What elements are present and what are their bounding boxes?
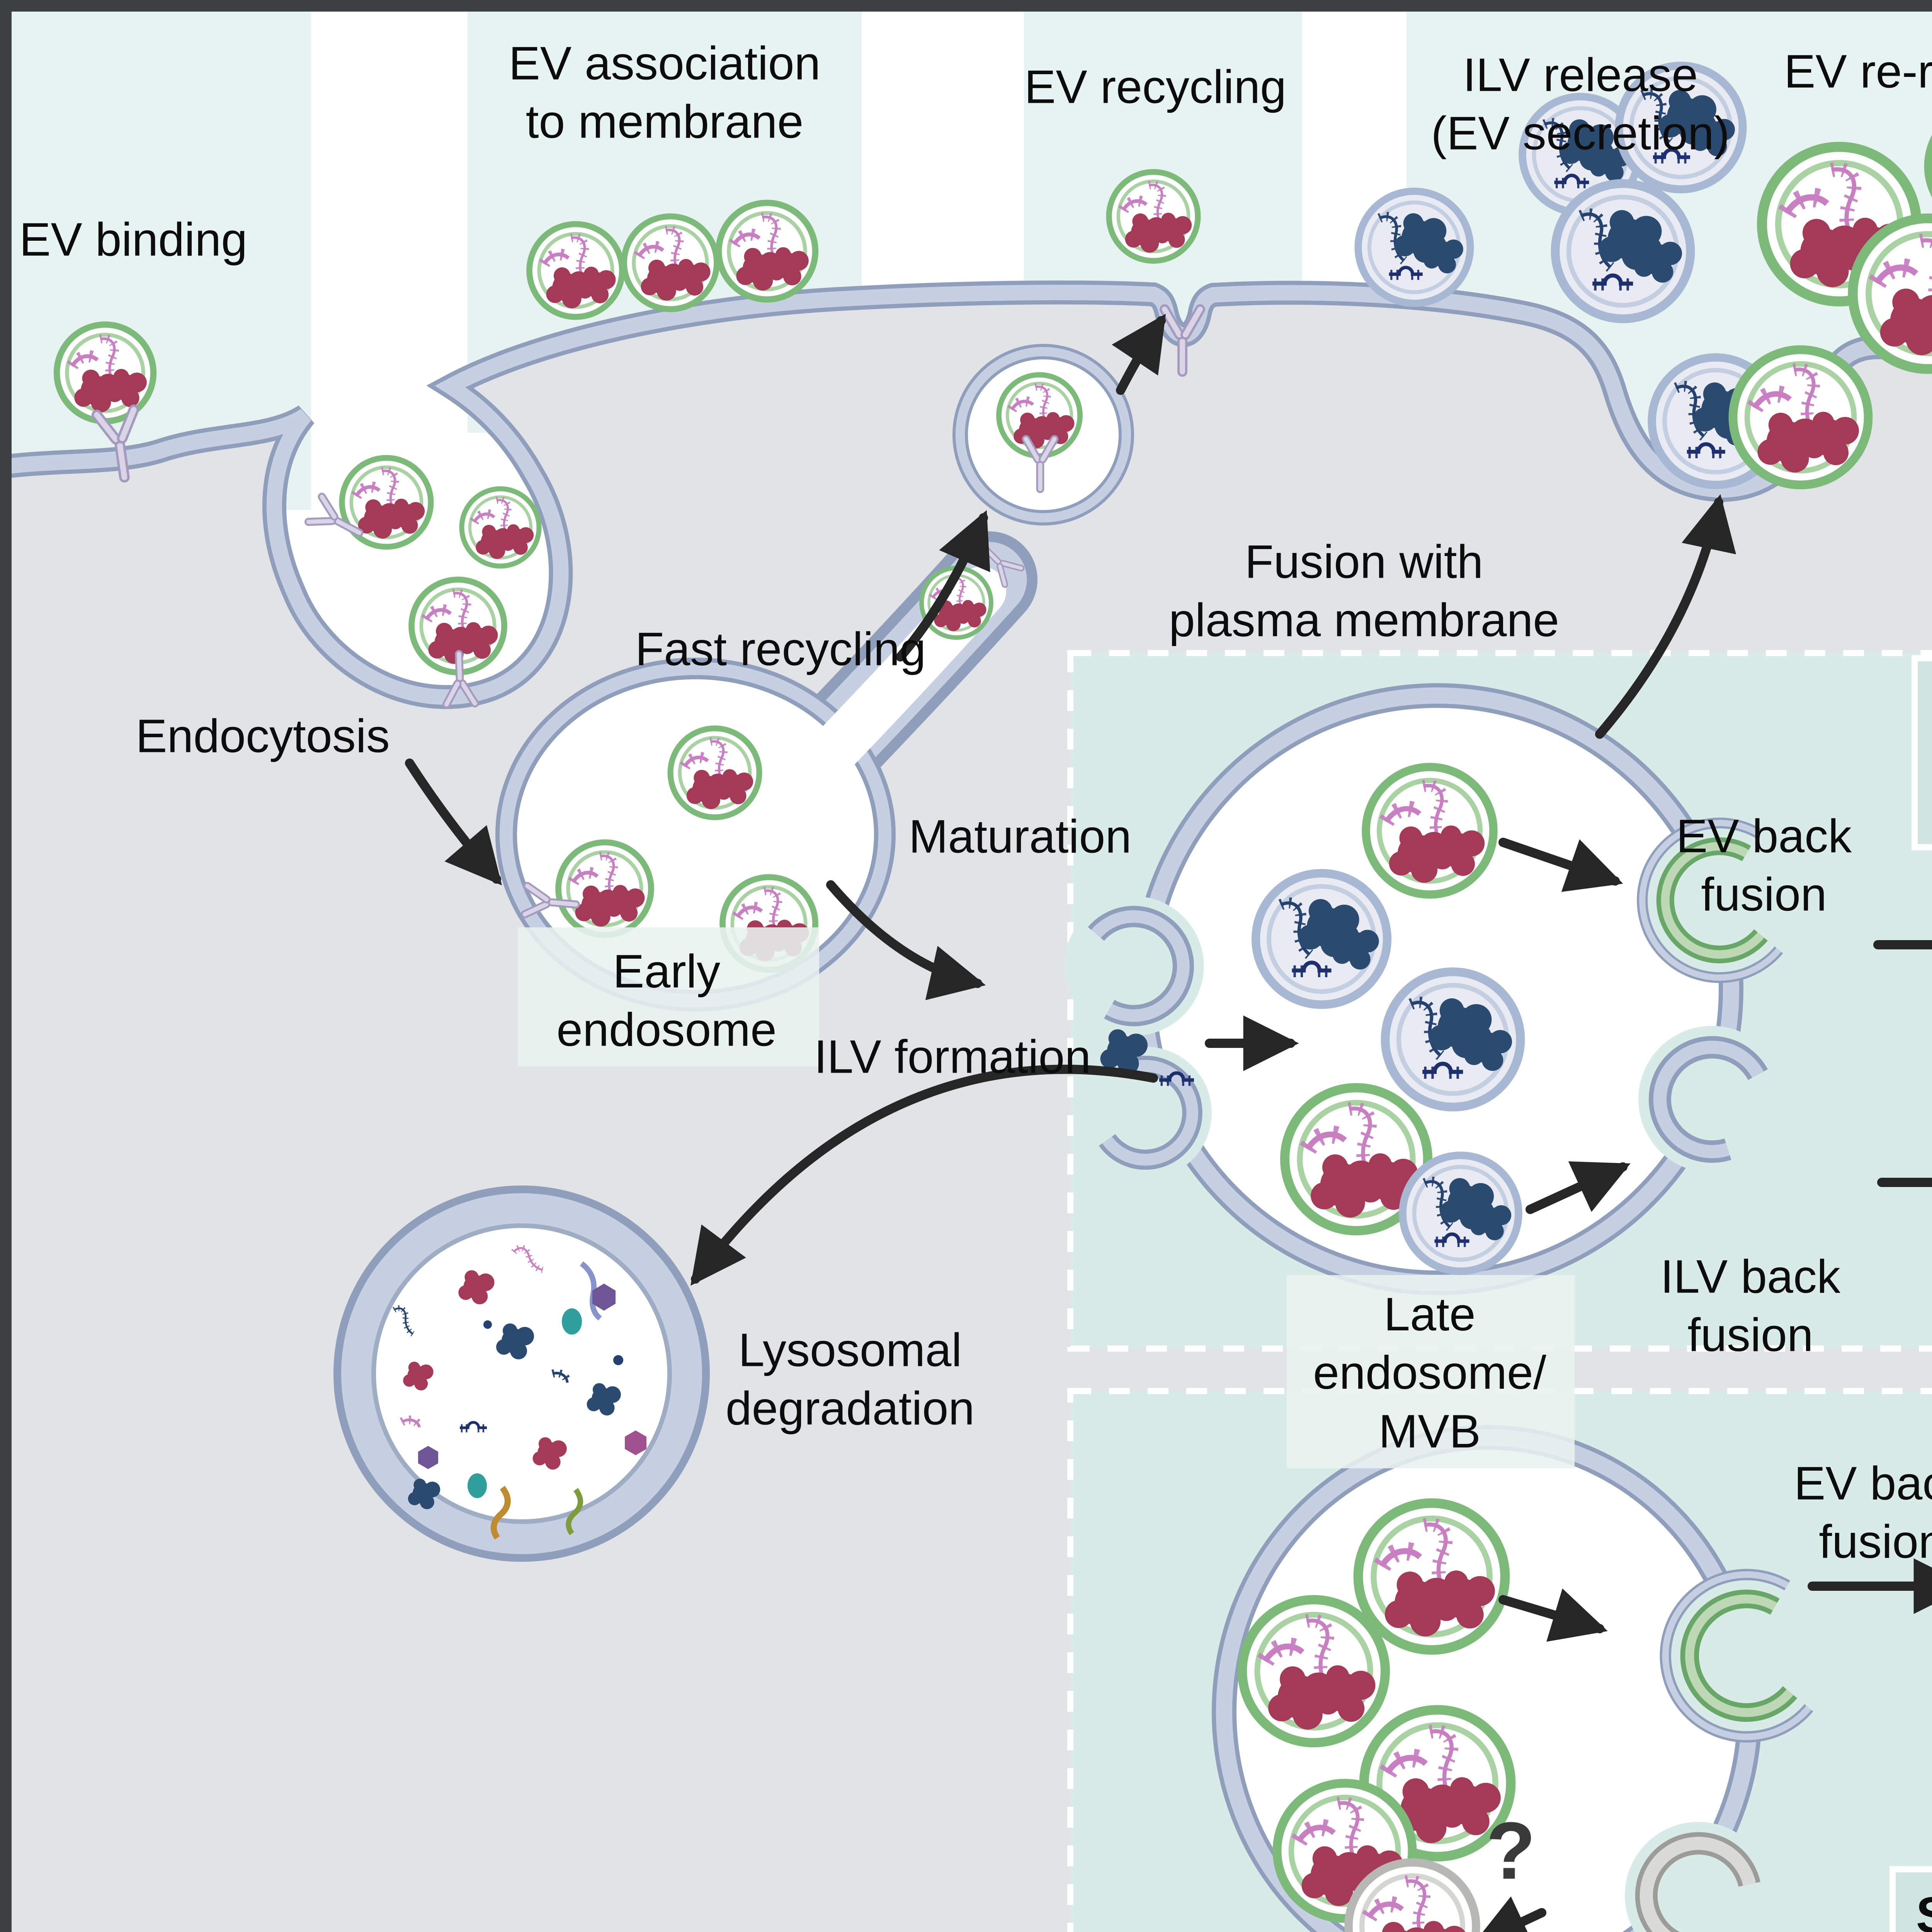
label-ilv-back-fusion-mixture: ILV back fusion bbox=[1660, 1250, 1840, 1361]
label-ev-association: EV association to membrane bbox=[509, 37, 821, 148]
ilv-icon bbox=[1256, 873, 1387, 1005]
ev-icon bbox=[1358, 1503, 1505, 1650]
label-ev-back-fusion-mixture: EV back fusion bbox=[1676, 810, 1852, 921]
fast-recycling-arrow-1 bbox=[896, 510, 990, 662]
ilv-icon bbox=[1358, 191, 1470, 303]
fast-recycling-arrow-2 bbox=[1112, 314, 1166, 395]
label-late-endosome-mvb: Late endosome/ MVB bbox=[1313, 1288, 1546, 1458]
uncertainty-question-mark: ? bbox=[1486, 1805, 1536, 1896]
ev-icon bbox=[999, 375, 1080, 456]
label-early-endosome: Early endosome bbox=[556, 945, 777, 1056]
ev-icon bbox=[1366, 767, 1493, 895]
endocytosis-arrow bbox=[405, 759, 502, 886]
degraded-content bbox=[394, 1243, 646, 1540]
early-endosome bbox=[495, 531, 1037, 1012]
ev-reformation-arrow bbox=[1472, 1896, 1546, 1932]
maturation-arrow bbox=[826, 880, 986, 1000]
ilv-icon bbox=[1555, 184, 1690, 319]
ev-icon bbox=[624, 216, 717, 309]
label-ev-rerelease: EV re-release bbox=[1784, 45, 1932, 98]
label-ev-binding: EV binding bbox=[19, 213, 248, 266]
flow-arrows bbox=[405, 314, 1932, 1932]
ev-icon bbox=[1109, 172, 1198, 261]
ev-binding-icon bbox=[57, 325, 153, 421]
ev-icon bbox=[558, 842, 651, 935]
ev-icon bbox=[670, 728, 759, 817]
ev-back-fusion-arrow-segregation bbox=[1498, 1588, 1608, 1642]
ev-icon bbox=[1733, 350, 1868, 485]
ev-icon bbox=[529, 224, 622, 317]
early-endosome-label-plate bbox=[518, 927, 819, 1066]
label-lysosomal-degradation: Lysosomal degradation bbox=[725, 1323, 975, 1435]
ilv-back-fusion-arrow-mixture bbox=[1526, 1161, 1631, 1214]
label-ev-recycling: EV recycling bbox=[1024, 60, 1287, 113]
label-ilv-release: ILV release (EV secretion) bbox=[1431, 48, 1730, 160]
label-maturation: Maturation bbox=[908, 810, 1132, 863]
label-fast-recycling: Fast recycling bbox=[635, 622, 926, 675]
ev-icon bbox=[1242, 1600, 1385, 1743]
ev-back-fusion-arrow-mixture bbox=[1498, 838, 1623, 892]
label-fusion-plasma: Fusion with plasma membrane bbox=[1168, 535, 1560, 646]
label-ev-back-fusion-segregation: EV back fusion bbox=[1794, 1457, 1932, 1568]
ev-icon bbox=[719, 203, 815, 299]
ilv-icon bbox=[1403, 1155, 1519, 1271]
label-ilv-formation: ILV formation bbox=[814, 1030, 1091, 1083]
ilv-icon bbox=[1385, 972, 1520, 1107]
mixture-hypothesis-badge: Mixture hypothesis bbox=[1912, 655, 1932, 850]
ev-icon bbox=[462, 489, 539, 566]
lysosome-arrow bbox=[690, 1065, 1158, 1286]
lysosome bbox=[333, 1185, 710, 1562]
segregation-hypothesis-badge: Segregation hypothesis bbox=[1889, 1866, 1932, 1932]
label-endocytosis: Endocytosis bbox=[136, 709, 390, 762]
recycling-vesicle bbox=[952, 344, 1134, 526]
fusion-arrow bbox=[1595, 494, 1736, 739]
late-endosome-label-plate bbox=[1287, 1275, 1575, 1468]
